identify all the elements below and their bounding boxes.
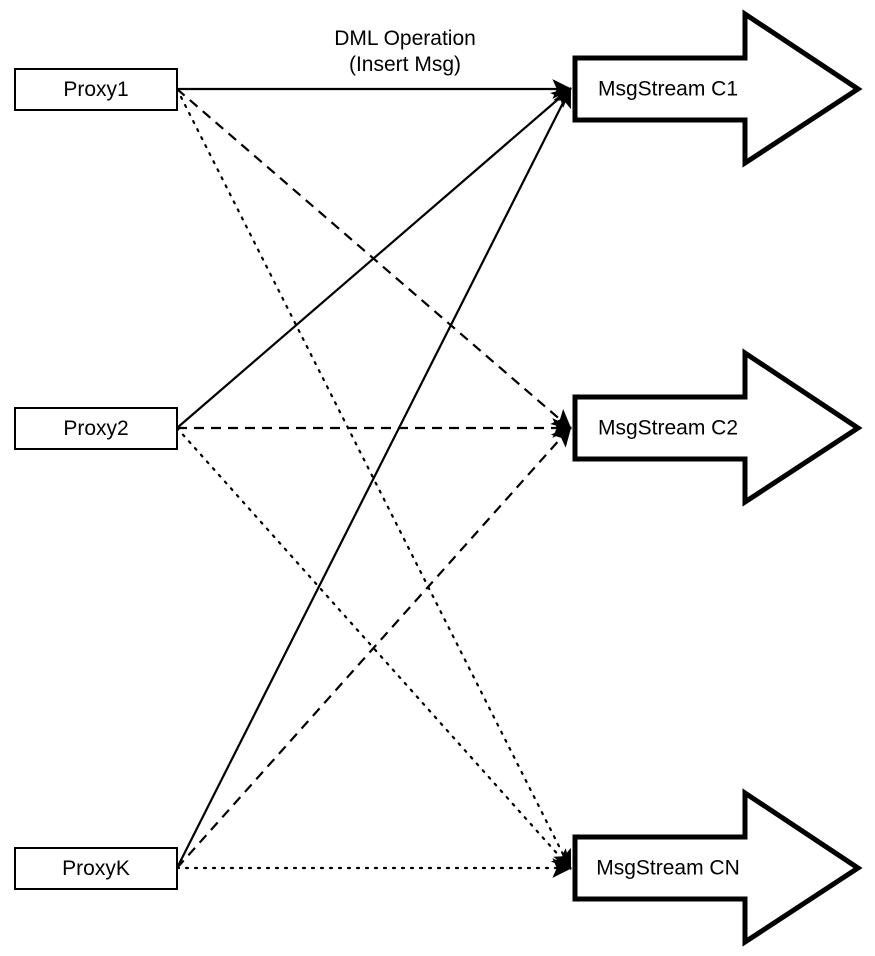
proxy-box-proxy1 (14, 68, 178, 111)
stream-node-c1[interactable]: MsgStream C1 (572, 9, 863, 168)
proxy-nodes: Proxy1 Proxy2 ProxyK (14, 68, 178, 890)
edge-label-line2: (Insert Msg) (349, 53, 461, 76)
stream-label-c2: MsgStream C2 (598, 417, 738, 440)
proxy-label-proxy2: Proxy2 (63, 417, 128, 440)
stream-node-c2[interactable]: MsgStream C2 (572, 348, 863, 507)
edge-proxy2-to-c1 (176, 87, 572, 429)
edge-proxy1-to-cn (175, 87, 572, 870)
proxy-box-proxy2 (14, 407, 178, 450)
edge-annotation-label: DML Operation (Insert Msg) (334, 27, 476, 76)
stream-node-cn[interactable]: MsgStream CN (572, 788, 863, 947)
proxy-label-proxyk: ProxyK (62, 857, 130, 880)
proxy-node-proxy1[interactable]: Proxy1 (14, 68, 178, 111)
proxy-node-proxy2[interactable]: Proxy2 (14, 407, 178, 450)
proxy-label-proxy1: Proxy1 (63, 78, 128, 101)
stream-arrow-shape-c1 (572, 9, 863, 168)
connection-edges (175, 79, 573, 878)
edge-proxyk-to-c2 (176, 426, 572, 869)
edge-label-line1: DML Operation (334, 27, 476, 50)
stream-arrow-shape-c2 (572, 348, 863, 507)
stream-label-cn: MsgStream CN (596, 857, 740, 880)
stream-nodes: MsgStream C1 MsgStream C2 MsgStream CN (572, 9, 863, 947)
proxy-node-proxyk[interactable]: ProxyK (14, 847, 178, 890)
edge-proxy2-to-cn (175, 426, 572, 870)
edge-proxyk-to-c1 (176, 87, 571, 869)
proxy-box-proxyk (14, 847, 178, 890)
stream-label-c1: MsgStream C1 (598, 78, 738, 101)
stream-arrow-shape-cn (572, 788, 863, 947)
